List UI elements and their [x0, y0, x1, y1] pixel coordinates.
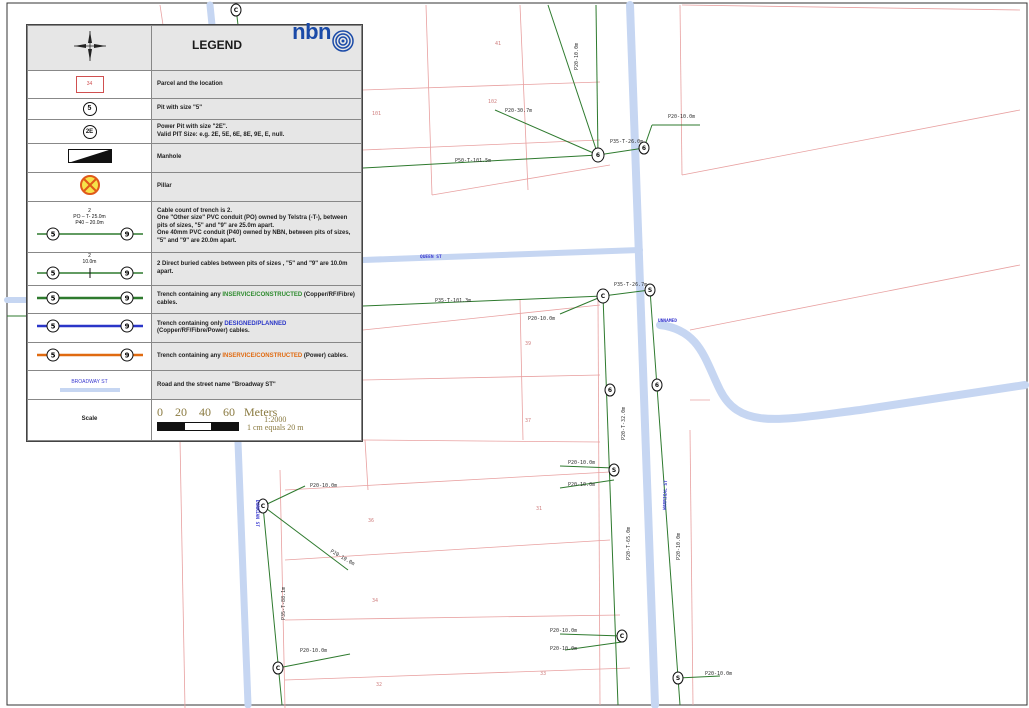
svg-text:6: 6: [642, 145, 646, 152]
svg-text:P20-10.0m: P20-10.0m: [310, 483, 337, 489]
svg-text:P50-T-101.5m: P50-T-101.5m: [455, 158, 491, 164]
svg-text:P35-T-26.7m: P35-T-26.7m: [614, 282, 647, 288]
svg-text:QUEEN ST: QUEEN ST: [420, 254, 442, 260]
svg-text:9: 9: [124, 351, 129, 359]
svg-text:P35-T-101.3m: P35-T-101.3m: [435, 298, 471, 304]
svg-text:37: 37: [525, 418, 531, 424]
svg-text:39: 39: [525, 341, 531, 347]
svg-text:C: C: [261, 503, 266, 510]
pit-symbol: 5: [27, 98, 152, 120]
svg-text:6: 6: [655, 382, 659, 389]
svg-text:101: 101: [372, 111, 381, 117]
svg-text:P20-10.0m: P20-10.0m: [568, 460, 595, 466]
svg-text:P35-T-26.0m: P35-T-26.0m: [610, 139, 643, 145]
compass-icon: [73, 31, 106, 62]
svg-text:9: 9: [124, 269, 129, 277]
cable-count-symbol: 2 PO – T- 25.0m P40 – 20.0m 5 9: [27, 200, 152, 253]
svg-text:5: 5: [50, 269, 55, 277]
pits: [230, 3, 684, 685]
legend-row-road: BROADWAY ST Road and the street name "Br…: [27, 370, 362, 401]
svg-text:P20-10.0m: P20-10.0m: [668, 114, 695, 120]
legend-row-inservice: 5 9 Trench containing any INSERVICE/CONS…: [27, 284, 362, 315]
legend-row-power-pit: 2E Power Pit with size "2E". Valid PIT S…: [27, 118, 362, 145]
svg-text:S: S: [612, 467, 616, 474]
svg-text:9: 9: [124, 294, 129, 302]
trenches: [7, 4, 721, 706]
svg-text:P20-10.0m: P20-10.0m: [676, 533, 682, 560]
svg-text:P35-T-88.1m: P35-T-88.1m: [281, 587, 287, 620]
svg-text:P20-30.7m: P20-30.7m: [505, 108, 532, 114]
svg-text:C: C: [276, 665, 281, 672]
svg-text:6: 6: [608, 387, 612, 394]
svg-text:P20-10.0m: P20-10.0m: [528, 316, 555, 322]
svg-text:P20-T-32.0m: P20-T-32.0m: [621, 407, 627, 440]
power-pit-symbol: 2E: [27, 118, 152, 145]
svg-text:P20-10.0m: P20-10.0m: [574, 43, 580, 70]
legend-row-scale: Scale 0 20 40 60 Meters 1:2000 1 cm equa…: [27, 399, 362, 441]
parcel-symbol: 34: [27, 69, 152, 100]
nbn-logo: nbn: [292, 19, 331, 44]
legend-title: LEGEND: [192, 38, 243, 52]
scale-bar-graphic: [157, 421, 239, 431]
nbn-logo-icon: [332, 30, 354, 52]
svg-text:P20-T-65.0m: P20-T-65.0m: [626, 527, 632, 560]
svg-text:32: 32: [376, 682, 382, 688]
scale-bar: 0 20 40 60 Meters 1:2000 1 cm equals 20 …: [151, 399, 362, 441]
svg-text:41: 41: [495, 41, 501, 47]
parcel-boundaries: [159, 4, 1021, 708]
map-frame: [6, 2, 1028, 706]
svg-text:WARRIGAL ST: WARRIGAL ST: [662, 480, 669, 510]
legend-row-designed: 5 9 Trench containing only DESIGNED/PLAN…: [27, 313, 362, 343]
svg-text:5: 5: [50, 323, 55, 331]
svg-text:DORRIAN ST: DORRIAN ST: [254, 500, 260, 527]
legend-row-power: 5 9 Trench containing any INSERVICE/CONS…: [27, 341, 362, 372]
manhole-icon: [27, 143, 152, 173]
svg-text:31: 31: [536, 506, 542, 512]
svg-text:P20-10.0m: P20-10.0m: [550, 628, 577, 634]
svg-text:5: 5: [50, 351, 55, 359]
svg-text:36: 36: [368, 518, 374, 524]
legend-row-manhole: Manhole: [27, 143, 362, 173]
svg-text:S: S: [648, 287, 652, 294]
svg-text:C: C: [620, 633, 625, 640]
svg-text:33: 33: [540, 671, 546, 677]
svg-text:34: 34: [372, 598, 378, 604]
svg-text:UNNAMED: UNNAMED: [658, 318, 677, 324]
svg-text:6: 6: [596, 152, 600, 159]
legend-row-direct-buried: 2 10.0m 5 9 2 Direct buried cables betwe…: [27, 251, 362, 286]
svg-text:P20-10.0m: P20-10.0m: [568, 482, 595, 488]
designed-trench-symbol: 5 9: [27, 313, 152, 343]
road-symbol: BROADWAY ST: [27, 370, 152, 401]
pillar-icon: [27, 171, 152, 202]
trench-sample: 5 9: [36, 266, 143, 280]
street-labels: QUEEN ST UNNAMED DORRIAN ST WARRIGAL ST: [254, 254, 677, 527]
power-trench-symbol: 5 9: [27, 341, 152, 372]
svg-text:102: 102: [488, 99, 497, 105]
cable-labels: P50-T-101.5m P20-30.7m P20-10.0m P35-T-2…: [281, 43, 732, 677]
svg-text:5: 5: [50, 230, 55, 238]
legend-row-pillar: Pillar: [27, 171, 362, 202]
legend-compass-cell: [27, 25, 152, 71]
legend-panel: LEGEND nbn 34 Parcel and the location 5 …: [26, 19, 363, 442]
parcel-labels: 41 102 101 39 37 36 32 34 31 33: [368, 41, 546, 688]
inservice-trench-symbol: 5 9: [27, 284, 152, 315]
legend-table: LEGEND nbn 34 Parcel and the location 5 …: [27, 19, 362, 441]
svg-text:9: 9: [124, 230, 129, 238]
legend-row-parcel: 34 Parcel and the location: [27, 69, 362, 100]
svg-text:P20-10.0m: P20-10.0m: [550, 646, 577, 652]
trench-sample: 5 9: [36, 227, 143, 241]
svg-text:C: C: [601, 293, 606, 300]
roads: [4, 1, 1029, 708]
svg-text:P20-10.0m: P20-10.0m: [705, 671, 732, 677]
svg-text:P20-10.0m: P20-10.0m: [300, 648, 327, 654]
svg-text:S: S: [676, 675, 680, 682]
pit-labels: C 6 6 C S 6 6 S C C C S: [234, 7, 680, 682]
legend-row-cable-count: 2 PO – T- 25.0m P40 – 20.0m 5 9 Cable co…: [27, 200, 362, 253]
svg-text:C: C: [234, 7, 239, 14]
legend-header: LEGEND nbn: [151, 19, 362, 71]
svg-text:9: 9: [124, 323, 129, 331]
svg-text:5: 5: [50, 294, 55, 302]
legend-row-pit: 5 Pit with size "5": [27, 98, 362, 120]
direct-buried-symbol: 2 10.0m 5 9: [27, 251, 152, 286]
